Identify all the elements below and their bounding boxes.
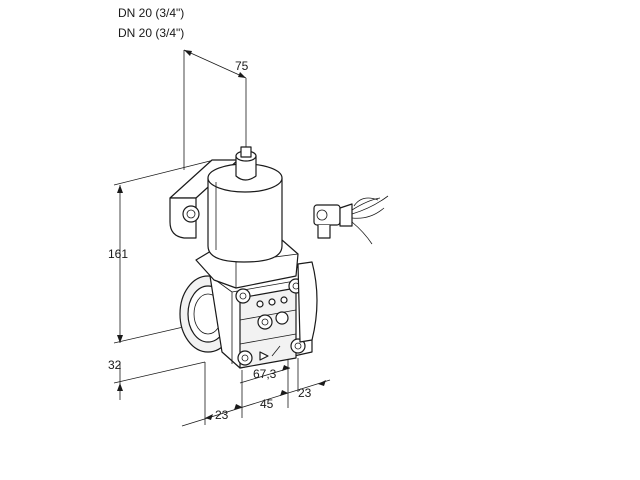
dim-top-width: 75 [235,59,249,73]
connection-label-1: DN 20 (3/4") [118,6,185,20]
valve-body [169,146,318,369]
dim-front-right: 23 [298,386,312,400]
dim-height: 161 [108,247,129,261]
dim-flange-offset: 67,3 [253,367,277,381]
dim-lower-height: 32 [108,358,122,372]
connection-label-2: DN 20 (3/4") [118,26,185,40]
dim-front-left: 23 [215,408,229,422]
dim-front-middle: 45 [260,397,274,411]
cable-connector [313,195,389,245]
dimension-lines [113,49,331,427]
